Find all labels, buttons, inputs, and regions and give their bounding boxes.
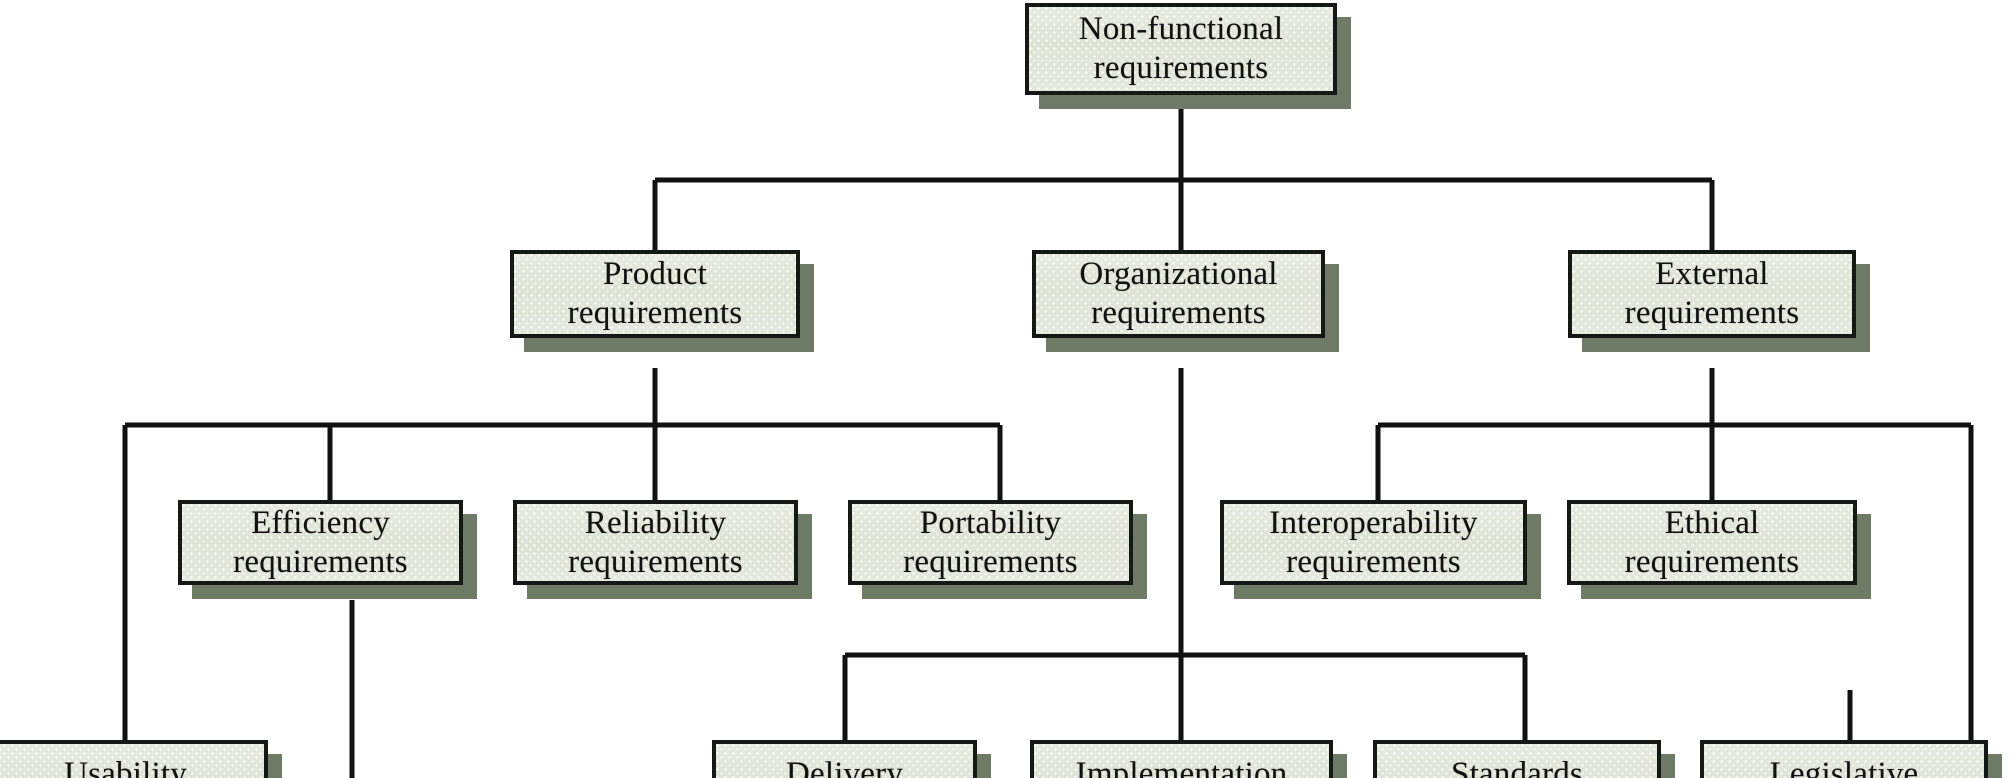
node-non-functional-requirements[interactable]: Non-functional requirements [1025, 3, 1351, 109]
node-interoperability-requirements[interactable]: Interoperability requirements [1220, 500, 1541, 599]
node-legislative[interactable]: Legislative [1700, 740, 2002, 778]
node-label: Interoperability requirements [1269, 504, 1478, 580]
node-box: Organizational requirements [1032, 250, 1325, 338]
node-box: Interoperability requirements [1220, 500, 1527, 585]
node-usability[interactable]: Usability [0, 740, 282, 778]
node-box: Implementation [1030, 740, 1333, 778]
node-box: Ethical requirements [1567, 500, 1857, 585]
node-portability-requirements[interactable]: Portability requirements [848, 500, 1147, 599]
node-box: Standards [1373, 740, 1661, 778]
node-label: Standards [1451, 756, 1583, 778]
node-label: Implementation [1075, 756, 1288, 778]
node-label: Efficiency requirements [233, 504, 408, 580]
node-reliability-requirements[interactable]: Reliability requirements [513, 500, 812, 599]
node-label: External requirements [1624, 256, 1800, 331]
node-label: Portability requirements [903, 504, 1078, 580]
node-product-requirements[interactable]: Product requirements [510, 250, 814, 352]
node-label: Usability [64, 756, 187, 778]
node-box: Usability [0, 740, 268, 778]
node-organizational-requirements[interactable]: Organizational requirements [1032, 250, 1339, 352]
node-box: External requirements [1568, 250, 1856, 338]
node-label: Product requirements [567, 256, 743, 331]
node-label: Legislative [1769, 756, 1919, 778]
node-label: Ethical requirements [1624, 504, 1800, 580]
node-efficiency-requirements[interactable]: Efficiency requirements [178, 500, 477, 599]
node-box: Legislative [1700, 740, 1988, 778]
node-box: Efficiency requirements [178, 500, 463, 585]
node-implementation[interactable]: Implementation [1030, 740, 1347, 778]
node-delivery[interactable]: Delivery [712, 740, 991, 778]
node-label: Non-functional requirements [1078, 11, 1284, 86]
node-standards[interactable]: Standards [1373, 740, 1675, 778]
node-external-requirements[interactable]: External requirements [1568, 250, 1870, 352]
node-label: Reliability requirements [568, 504, 743, 580]
node-label: Delivery [785, 756, 904, 778]
node-box: Reliability requirements [513, 500, 798, 585]
node-box: Delivery [712, 740, 977, 778]
node-ethical-requirements[interactable]: Ethical requirements [1567, 500, 1871, 599]
node-label: Organizational requirements [1079, 256, 1278, 331]
node-box: Product requirements [510, 250, 800, 338]
node-box: Non-functional requirements [1025, 3, 1337, 95]
node-box: Portability requirements [848, 500, 1133, 585]
